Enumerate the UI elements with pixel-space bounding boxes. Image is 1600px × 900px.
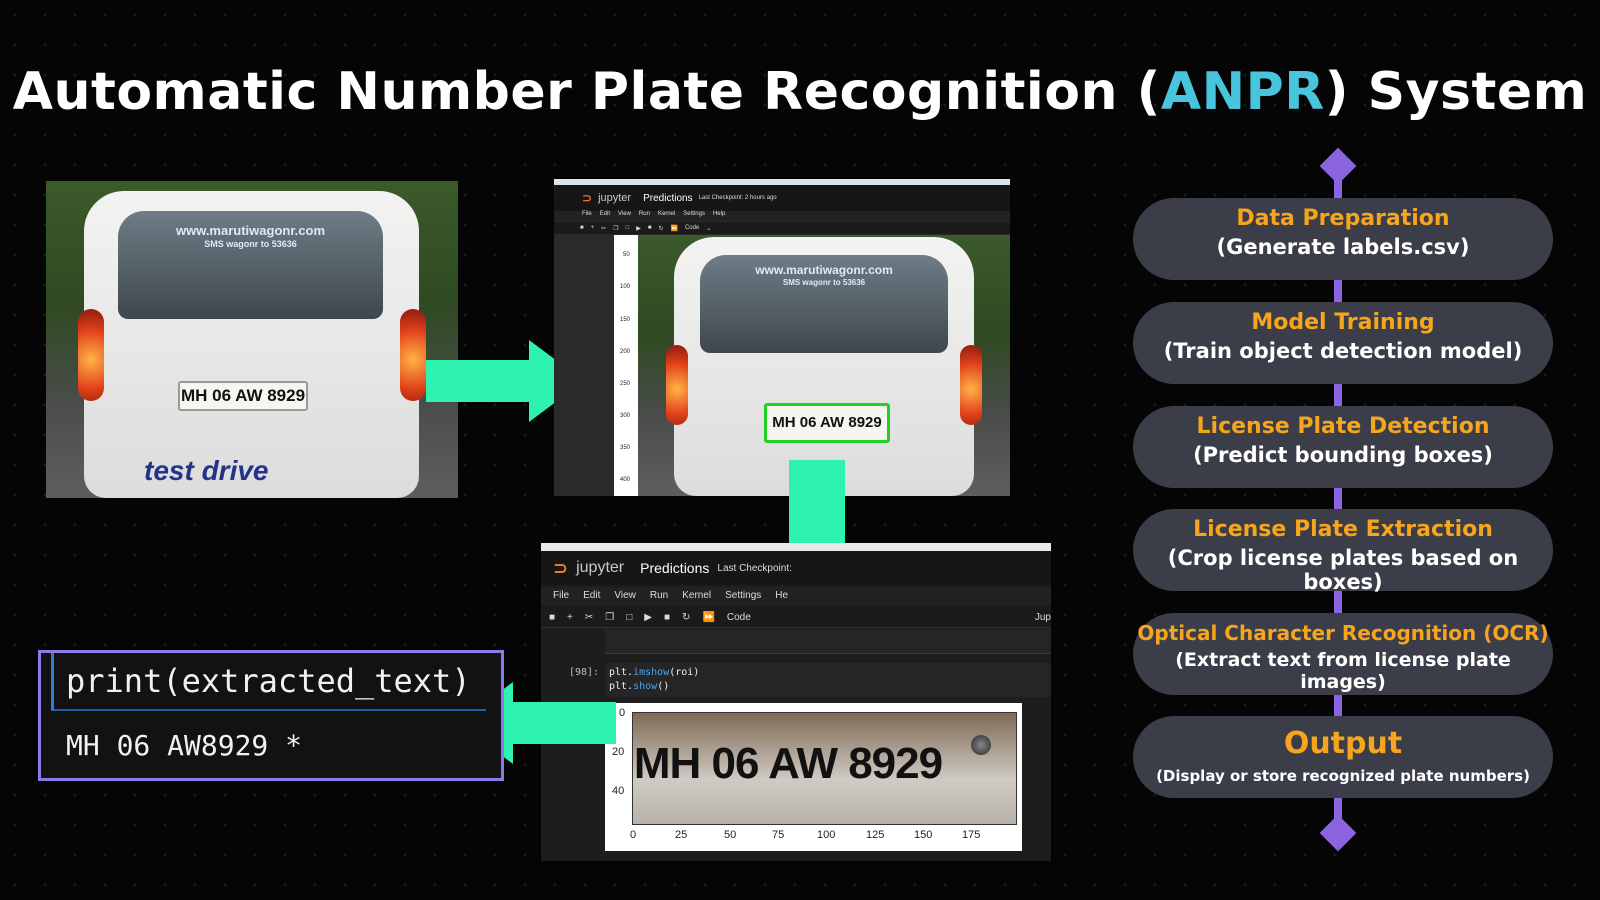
paste-icon[interactable]: □ (626, 611, 633, 623)
menu-view[interactable]: View (614, 590, 636, 601)
cell-type-select[interactable]: Code (726, 611, 751, 623)
code-output-box: print(extracted_text) MH 06 AW8929 * (38, 650, 504, 781)
y-axis-strip: 50 100 150 200 250 300 350 400 (614, 235, 638, 496)
add-cell-icon[interactable]: + (590, 225, 595, 231)
copy-icon[interactable]: ❐ (613, 225, 619, 232)
roi-plate-image: MH 06 AW 8929 (632, 712, 1017, 825)
stop-icon[interactable]: ■ (647, 225, 652, 231)
restart-icon[interactable]: ↻ (658, 225, 664, 232)
step-output: Output (Display or store recognized plat… (1133, 716, 1553, 798)
roi-jupyter-screen: ⊃ jupyter Predictions Last Checkpoint: F… (541, 543, 1051, 861)
step-plate-extraction: License Plate Extraction (Crop license p… (1133, 509, 1553, 594)
cut-icon[interactable]: ✂ (584, 611, 594, 623)
restart-icon[interactable]: ↻ (682, 611, 691, 623)
menu-file[interactable]: File (553, 590, 570, 601)
test-drive-decal: test drive (144, 455, 269, 486)
menu-help[interactable]: Help (712, 211, 726, 217)
menu-settings[interactable]: Settings (683, 211, 705, 217)
add-cell-icon[interactable]: + (567, 611, 573, 623)
menu-kernel[interactable]: Kernel (682, 590, 712, 601)
menu-view[interactable]: View (618, 211, 631, 217)
menu-help[interactable]: He (775, 590, 789, 601)
stop-icon[interactable]: ■ (664, 611, 671, 623)
cell-prompt: [98]: (569, 667, 600, 678)
chevron-down-icon: ⌄ (706, 225, 712, 232)
code-command: print(extracted_text) (51, 653, 486, 711)
copy-icon[interactable]: ❐ (605, 611, 615, 623)
jupyter-menu: File Edit View Run Kernel Settings He (541, 587, 1051, 605)
jupyter-logo-icon: ⊃ (582, 191, 593, 205)
menu-run[interactable]: Run (638, 211, 650, 217)
paste-icon[interactable]: □ (625, 225, 630, 231)
menu-edit[interactable]: Edit (583, 590, 601, 601)
kernel-status: Jup (1034, 611, 1051, 623)
menu-edit[interactable]: Edit (599, 211, 611, 217)
flow-connector-line (1334, 170, 1342, 834)
run-all-icon[interactable]: ⏩ (702, 611, 715, 623)
menu-file[interactable]: File (582, 211, 592, 217)
step-plate-detection: License Plate Detection (Predict boundin… (1133, 406, 1553, 488)
left-tail-light (78, 309, 104, 401)
save-icon[interactable]: ■ (580, 225, 584, 231)
jupyter-header: ⊃ jupyter Predictions Last Checkpoint: (541, 551, 1051, 585)
jupyter-header: ⊃ jupyter Predictions Last Checkpoint: 2… (554, 185, 1010, 211)
detection-jupyter-screen: ⊃ jupyter Predictions Last Checkpoint: 2… (554, 179, 1010, 496)
window-url: www.marutiwagonr.com (175, 223, 326, 238)
jupyter-menu: File Edit View Run Kernel Settings Help (554, 211, 1010, 221)
right-tail-light (400, 309, 426, 401)
roi-plate-text: MH 06 AW 8929 (633, 739, 943, 788)
license-plate: MH 06 AW 8929 (178, 381, 308, 411)
prev-cell-output (605, 629, 1051, 654)
menu-run[interactable]: Run (649, 590, 669, 601)
prediction-image: www.marutiwagonr.com SMS wagonr to 53636… (638, 235, 1010, 496)
detected-plate: MH 06 AW 8929 (764, 403, 890, 443)
run-all-icon[interactable]: ⏩ (670, 225, 678, 232)
cell-type-select[interactable]: Code (684, 225, 700, 231)
save-icon[interactable]: ■ (549, 611, 556, 623)
arrow-right (426, 340, 584, 422)
title-accent: ANPR (1160, 62, 1325, 122)
run-icon[interactable]: ▶ (644, 611, 652, 623)
menu-settings[interactable]: Settings (725, 590, 762, 601)
run-icon[interactable]: ▶ (636, 225, 641, 232)
code-cell[interactable]: plt.imshow(roi) plt.show() (605, 663, 1051, 697)
window-sms: SMS wagonr to 53636 (204, 239, 297, 249)
flow-start-diamond (1319, 147, 1357, 185)
roi-plot: MH 06 AW 8929 0 20 40 0 25 50 75 100 125… (605, 703, 1022, 851)
step-model-training: Model Training (Train object detection m… (1133, 302, 1553, 384)
cut-icon[interactable]: ✂ (601, 225, 607, 232)
code-result: MH 06 AW8929 * (66, 729, 303, 762)
flow-end-diamond (1319, 814, 1357, 852)
page-title: Automatic Number Plate Recognition (ANPR… (12, 62, 1588, 122)
jupyter-toolbar: ■ + ✂ ❐ □ ▶ ■ ↻ ⏩ Code Jup (541, 607, 1051, 628)
menu-kernel[interactable]: Kernel (657, 211, 676, 217)
rear-window: www.marutiwagonr.com SMS wagonr to 53636 (700, 255, 948, 353)
car-photo: www.marutiwagonr.com SMS wagonr to 53636… (46, 181, 458, 498)
plate-bolt (971, 735, 991, 755)
rear-window: www.marutiwagonr.com SMS wagonr to 53636 (118, 211, 383, 319)
step-data-preparation: Data Preparation (Generate labels.csv) (1133, 198, 1553, 280)
jupyter-toolbar: ■ + ✂ ❐ □ ▶ ■ ↻ ⏩ Code ⌄ (554, 222, 1010, 234)
step-ocr: Optical Character Recognition (OCR) (Ext… (1133, 613, 1553, 695)
jupyter-logo-icon: ⊃ (553, 557, 569, 579)
